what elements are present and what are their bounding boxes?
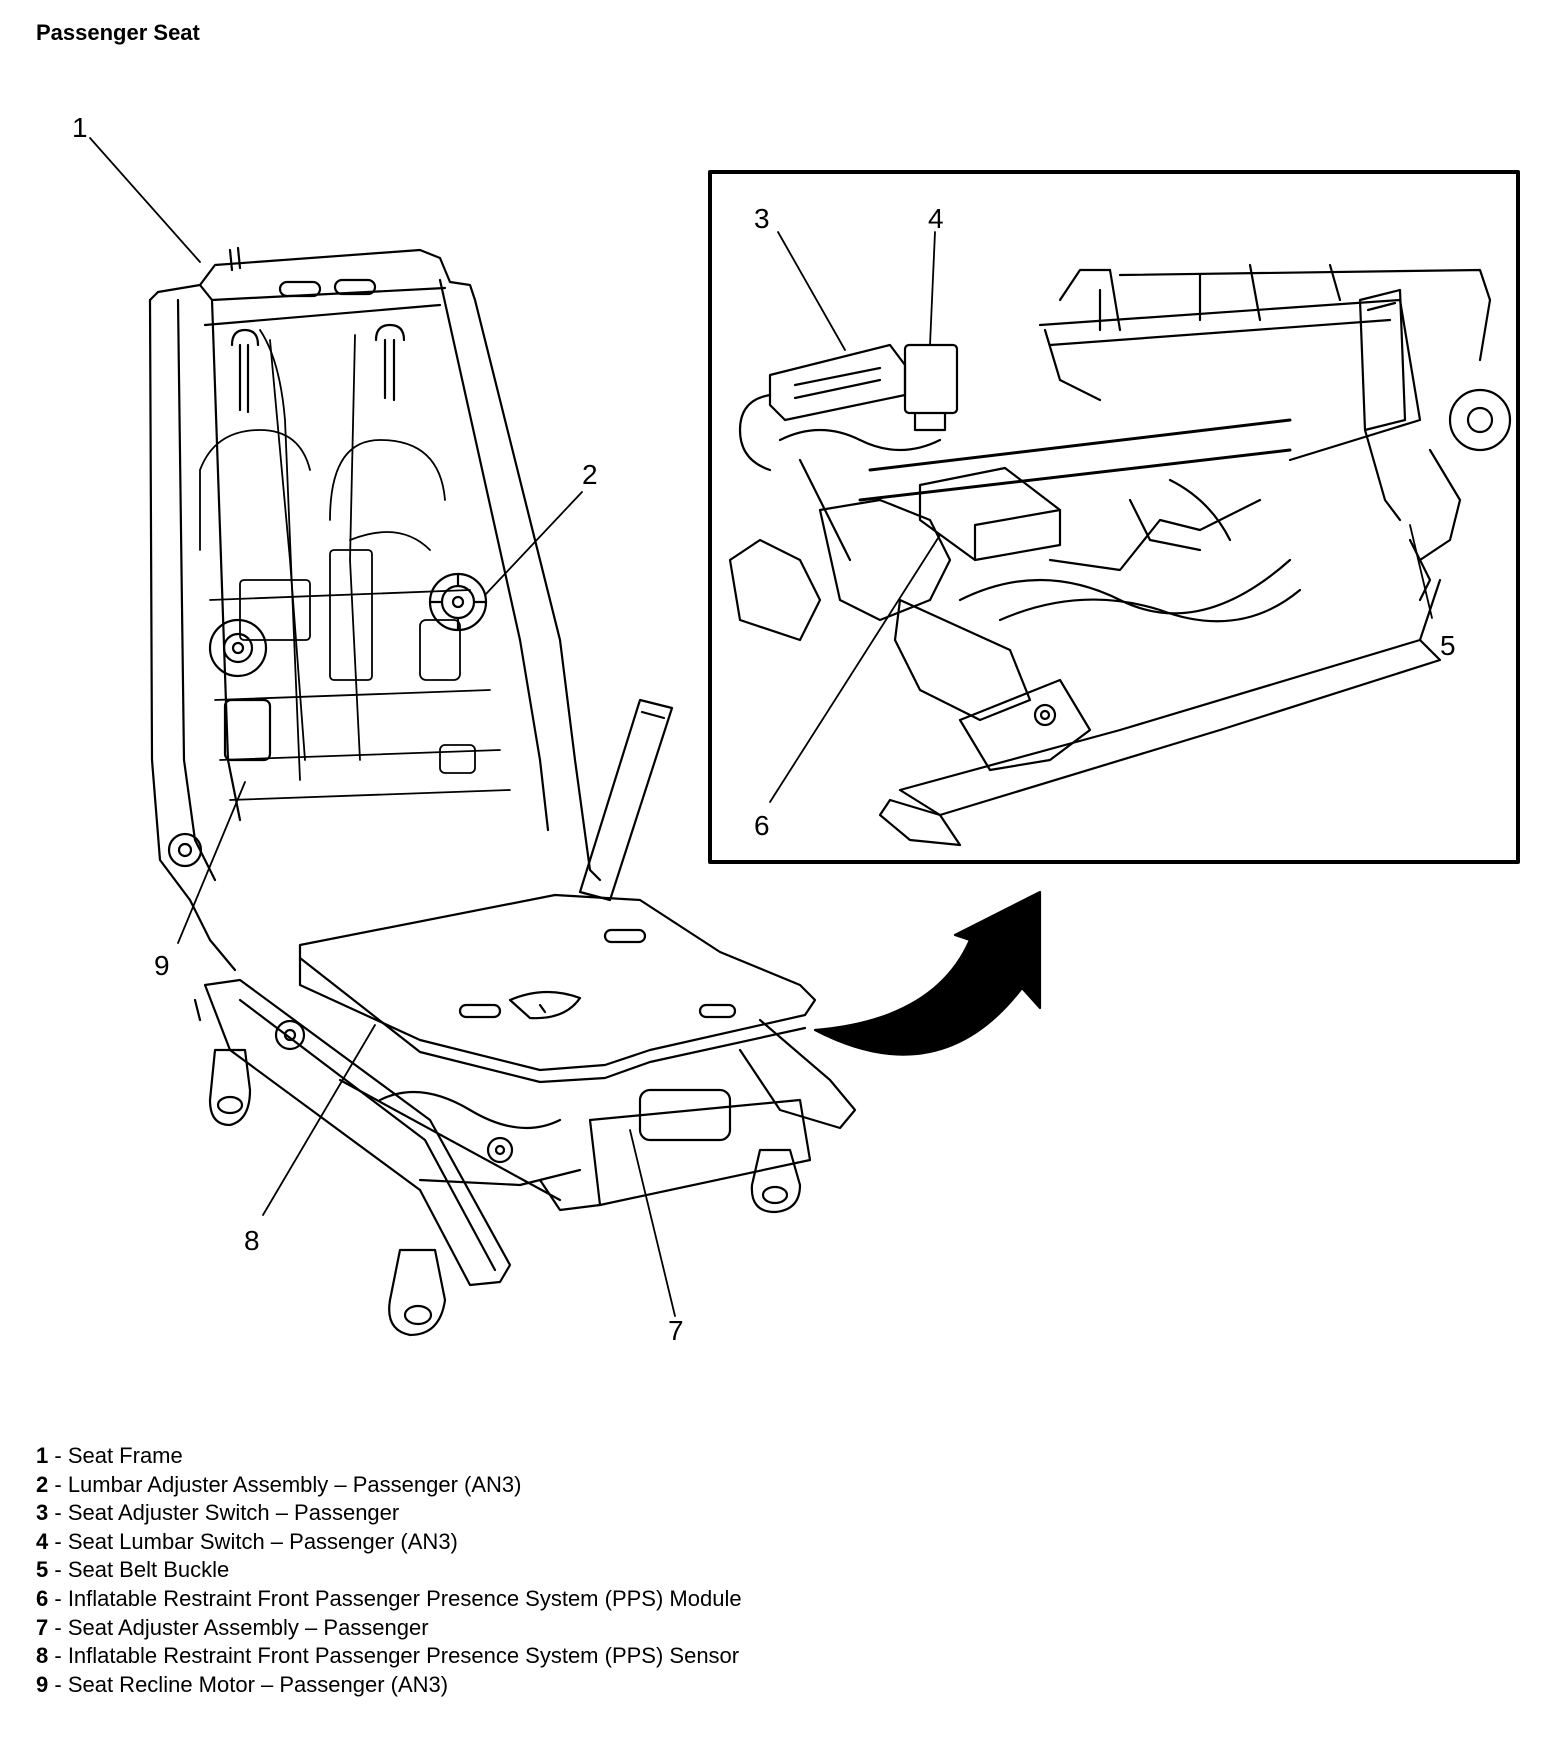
legend-separator: -	[48, 1471, 68, 1497]
leader-4	[929, 231, 936, 346]
lumbar-adjuster-gear	[428, 572, 488, 632]
callout-numbers: 1 2 3 4 5 6 7 8 9	[72, 112, 1456, 1346]
legend-label: Seat Lumbar Switch – Passenger (AN3)	[67, 1528, 458, 1554]
leader-lines	[89, 137, 1433, 1317]
legend-number: 5	[36, 1557, 49, 1583]
leader-1	[89, 137, 201, 263]
seat-cushion-pan	[298, 893, 817, 1084]
callout-5: 5	[1440, 630, 1456, 661]
legend-label: Inflatable Restraint Front Passenger Pre…	[67, 1643, 740, 1669]
callout-8: 8	[244, 1225, 260, 1256]
detail-arrow	[813, 890, 1042, 1056]
legend-item: 8 - Inflatable Restraint Front Passenger…	[36, 1642, 742, 1671]
seat-base-tracks	[193, 978, 857, 1337]
callout-3: 3	[754, 203, 770, 234]
legend-separator: -	[48, 1614, 68, 1640]
legend-item: 9 - Seat Recline Motor – Passenger (AN3)	[36, 1671, 742, 1700]
leader-8	[262, 1024, 376, 1216]
legend-number: 2	[36, 1471, 49, 1497]
legend-number: 8	[36, 1643, 49, 1669]
leader-2	[484, 491, 583, 596]
legend-separator: -	[48, 1585, 68, 1611]
legend-label: Seat Recline Motor – Passenger (AN3)	[67, 1671, 449, 1697]
callout-6: 6	[754, 810, 770, 841]
callout-9: 9	[154, 950, 170, 981]
legend-number: 4	[36, 1528, 49, 1554]
leader-9	[177, 781, 246, 944]
leader-5	[1409, 524, 1433, 619]
legend-item: 5 - Seat Belt Buckle	[36, 1556, 742, 1585]
legend-number: 7	[36, 1614, 49, 1640]
page-title: Passenger Seat	[36, 20, 200, 45]
legend-label: Lumbar Adjuster Assembly – Passenger (AN…	[67, 1471, 522, 1497]
legend-number: 6	[36, 1585, 49, 1611]
legend-item: 6 - Inflatable Restraint Front Passenger…	[36, 1585, 742, 1614]
legend-number: 9	[36, 1671, 49, 1697]
recline-gear	[167, 618, 272, 868]
legend-separator: -	[48, 1528, 68, 1554]
callout-7: 7	[668, 1315, 684, 1346]
legend-item: 4 - Seat Lumbar Switch – Passenger (AN3)	[36, 1528, 742, 1557]
callout-4: 4	[928, 203, 944, 234]
legend-label: Seat Adjuster Assembly – Passenger	[67, 1614, 429, 1640]
legend-item: 7 - Seat Adjuster Assembly – Passenger	[36, 1614, 742, 1643]
legend-separator: -	[48, 1643, 68, 1669]
callout-2: 2	[582, 459, 598, 490]
leader-7	[629, 1129, 676, 1317]
legend-item: 3 - Seat Adjuster Switch – Passenger	[36, 1499, 742, 1528]
legend-item: 1 - Seat Frame	[36, 1442, 742, 1471]
legend-separator: -	[48, 1557, 68, 1583]
legend-separator: -	[48, 1443, 68, 1468]
legend-item: 2 - Lumbar Adjuster Assembly – Passenger…	[36, 1471, 742, 1500]
seat-belt-buckle-main	[578, 698, 674, 902]
leader-3	[777, 231, 846, 351]
legend-number: 3	[36, 1500, 49, 1526]
parts-legend: 1 - Seat Frame 2 - Lumbar Adjuster Assem…	[36, 1442, 742, 1699]
legend-label: Seat Adjuster Switch – Passenger	[67, 1500, 400, 1526]
leader-6	[769, 534, 941, 803]
seat-back-frame	[148, 246, 602, 972]
legend-label: Seat Belt Buckle	[67, 1557, 230, 1583]
callout-1: 1	[72, 112, 88, 143]
legend-number: 1	[36, 1443, 49, 1468]
legend-separator: -	[48, 1500, 68, 1526]
legend-label: Seat Frame	[67, 1443, 183, 1468]
legend-separator: -	[48, 1671, 68, 1697]
legend-label: Inflatable Restraint Front Passenger Pre…	[67, 1585, 742, 1611]
detail-inset	[708, 170, 1520, 864]
lumbar-wires	[199, 329, 511, 801]
